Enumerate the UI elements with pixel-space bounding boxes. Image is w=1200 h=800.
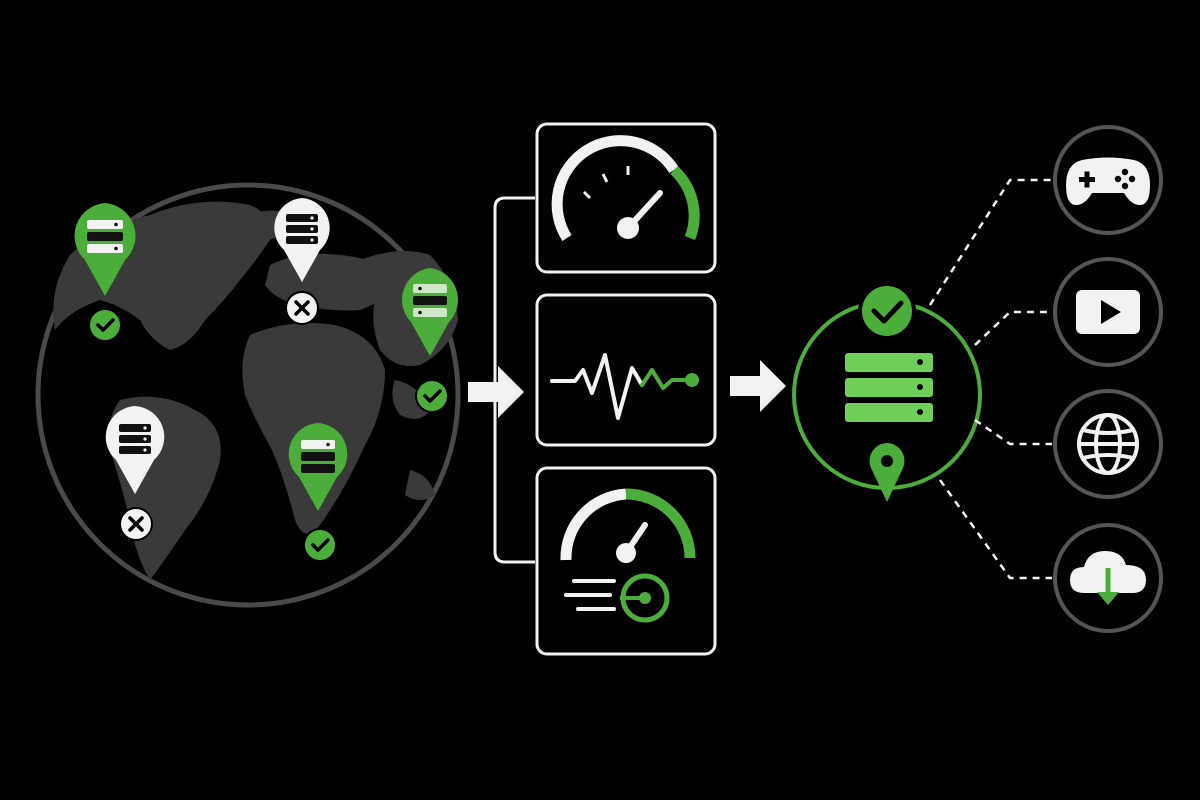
server-pin-europe[interactable] xyxy=(274,198,330,282)
metric-box-latency xyxy=(535,293,717,447)
cloud-download-icon xyxy=(1070,551,1146,605)
use-case-gaming[interactable] xyxy=(1053,125,1163,235)
cross-icon xyxy=(285,291,319,325)
selected-server[interactable] xyxy=(792,282,982,502)
metric-box-speed xyxy=(535,122,717,274)
use-case-downloading[interactable] xyxy=(1053,523,1163,633)
globe-icon xyxy=(1077,413,1139,475)
cross-icon xyxy=(119,507,153,541)
speedometer-icon xyxy=(551,135,700,241)
metric-box-connection-speed xyxy=(535,466,717,656)
check-icon xyxy=(858,282,916,340)
server-icon xyxy=(119,424,151,454)
arrow-right-icon xyxy=(730,360,786,412)
location-pin-icon xyxy=(869,443,905,502)
check-icon xyxy=(303,528,337,562)
metrics-bracket xyxy=(493,196,535,564)
use-case-streaming[interactable] xyxy=(1053,257,1163,367)
server-pin-africa[interactable] xyxy=(288,423,348,511)
continent-islands xyxy=(392,380,430,419)
server-icon xyxy=(87,220,123,253)
server-icon xyxy=(301,440,335,473)
use-case-browsing[interactable] xyxy=(1053,389,1163,499)
fast-gauge-icon xyxy=(560,488,696,623)
use-case-connectors xyxy=(928,178,1052,580)
check-icon xyxy=(88,308,122,342)
continent-australia xyxy=(405,470,435,500)
server-pin-asia[interactable] xyxy=(401,268,459,356)
pulse-icon xyxy=(550,353,699,420)
server-pin-south-america[interactable] xyxy=(105,406,165,494)
gamepad-icon xyxy=(1066,157,1150,205)
check-icon xyxy=(415,379,449,413)
server-icon xyxy=(413,284,447,317)
server-icon xyxy=(286,214,318,244)
server-stack-icon xyxy=(845,353,933,422)
server-pin-north-america[interactable] xyxy=(74,203,136,296)
play-icon xyxy=(1076,290,1140,334)
